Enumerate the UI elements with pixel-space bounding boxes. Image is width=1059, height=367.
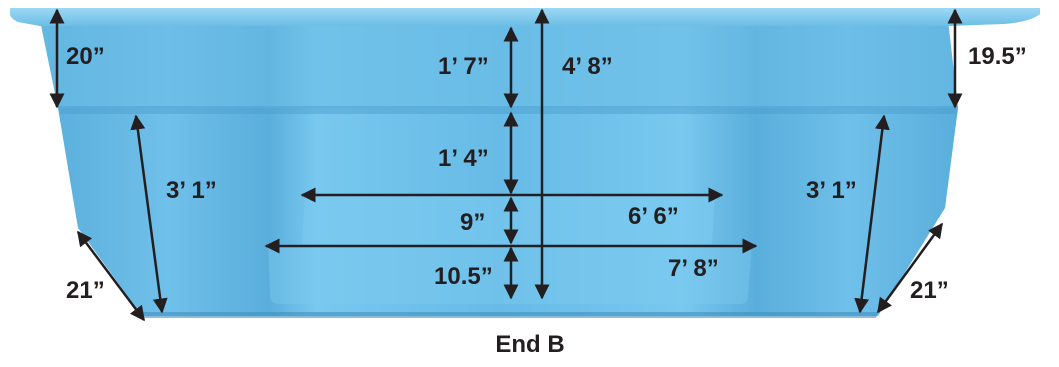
dim-line-left-slope — [77, 230, 145, 322]
pool-bottom-edge — [142, 312, 878, 318]
diagram-caption: End B — [495, 331, 564, 358]
dim-line-right-lower — [854, 114, 890, 314]
dim-line-left-lower — [130, 114, 168, 314]
label-step-upper-height: 9” — [460, 209, 485, 236]
label-step-lower-width: 7’ 8” — [668, 255, 719, 282]
pool-upper-band — [40, 20, 958, 108]
pool-band-shadow — [58, 106, 958, 114]
dim-line-right-slope — [876, 222, 944, 314]
label-step-lower-height: 10.5” — [434, 263, 493, 290]
label-left-top-wall: 20” — [66, 43, 105, 70]
label-right-top-wall: 19.5” — [968, 43, 1027, 70]
pool-rim — [10, 8, 1040, 26]
label-left-slope: 21” — [66, 277, 105, 304]
label-center-upper: 1’ 7” — [438, 53, 489, 80]
label-right-slope: 21” — [910, 277, 949, 304]
label-step-upper-width: 6’ 6” — [628, 203, 679, 230]
label-left-lower-wall: 3’ 1” — [166, 177, 217, 204]
dimension-lines — [49, 8, 963, 322]
label-center-total: 4’ 8” — [562, 53, 613, 80]
label-right-lower-wall: 3’ 1” — [806, 177, 857, 204]
label-center-middle: 1’ 4” — [438, 145, 489, 172]
